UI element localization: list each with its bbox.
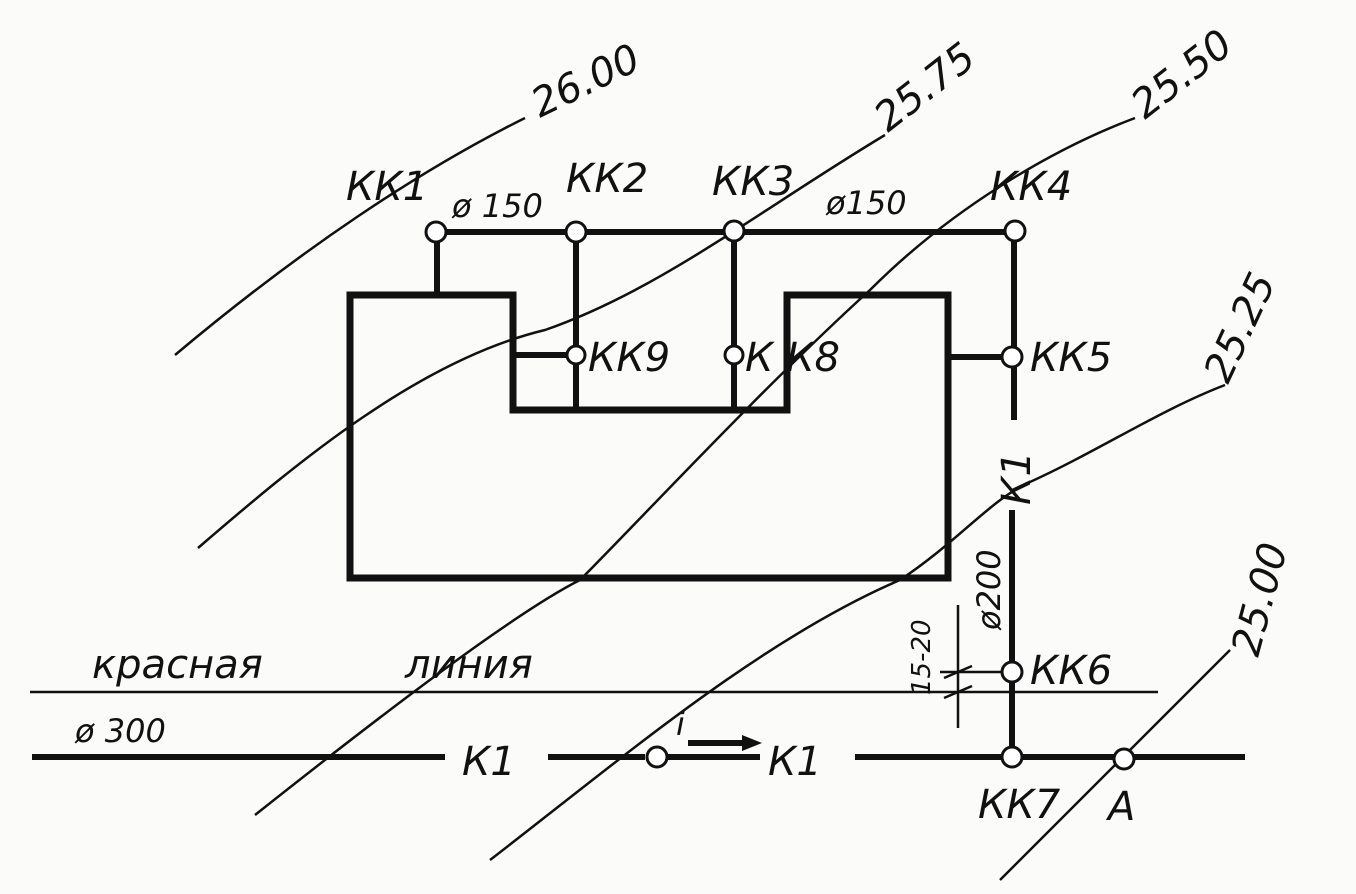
distance-dimension — [940, 605, 1012, 728]
label-kk5: КК5 — [1030, 335, 1112, 381]
label-kk2: КК2 — [566, 156, 648, 202]
point-a — [1112, 747, 1136, 771]
well-kk5 — [1000, 345, 1024, 369]
label-kk4: КК4 — [990, 164, 1072, 210]
label-kk1: КК1 — [346, 164, 428, 210]
contour-label-25-00: 25.00 — [1223, 538, 1297, 661]
network-label-branch: К1 — [994, 451, 1040, 505]
street-well — [645, 745, 669, 769]
label-point-a: А — [1105, 784, 1135, 830]
diameter-street: ø 300 — [74, 712, 166, 750]
contour-label-25-75: 25.75 — [866, 34, 985, 141]
contour-line-25-50 — [254, 116, 1136, 816]
well-kk1 — [424, 220, 448, 244]
contour-label-25-25: 25.25 — [1195, 266, 1285, 389]
contour-line-25-75 — [197, 133, 886, 549]
red-line-label-word2: линия — [404, 642, 533, 688]
label-kk9: КК9 — [588, 335, 670, 381]
well-kk7 — [1000, 745, 1024, 769]
well-kk6 — [1000, 660, 1024, 684]
well-kk8 — [723, 344, 745, 366]
contour-label-25-50: 25.50 — [1123, 21, 1242, 128]
network-label-street-left: К1 — [462, 739, 516, 785]
diameter-branch: ø200 — [970, 549, 1008, 631]
slope-label: i — [676, 705, 685, 743]
slope-arrow — [688, 735, 762, 751]
network-label-street-right: К1 — [768, 739, 822, 785]
well-kk2 — [564, 220, 588, 244]
diameter-top-right: ø150 — [825, 184, 907, 222]
well-kk9 — [565, 344, 587, 366]
contour-line-25-25 — [489, 383, 1226, 861]
well-kk4 — [1003, 219, 1027, 243]
diameter-top-left: ø 150 — [451, 187, 543, 225]
distance-dimension-label: 15-20 — [907, 619, 937, 695]
contour-label-26-00: 26.00 — [524, 35, 647, 127]
label-kk6: КК6 — [1030, 648, 1112, 694]
label-kk3: КК3 — [712, 159, 794, 205]
building-outline — [346, 291, 952, 582]
label-kk8: К К8 — [745, 335, 840, 381]
contour-line-26-00 — [174, 116, 526, 356]
label-kk7: КК7 — [978, 782, 1061, 828]
red-line-label-word1: красная — [92, 642, 263, 688]
well-kk3 — [722, 219, 746, 243]
